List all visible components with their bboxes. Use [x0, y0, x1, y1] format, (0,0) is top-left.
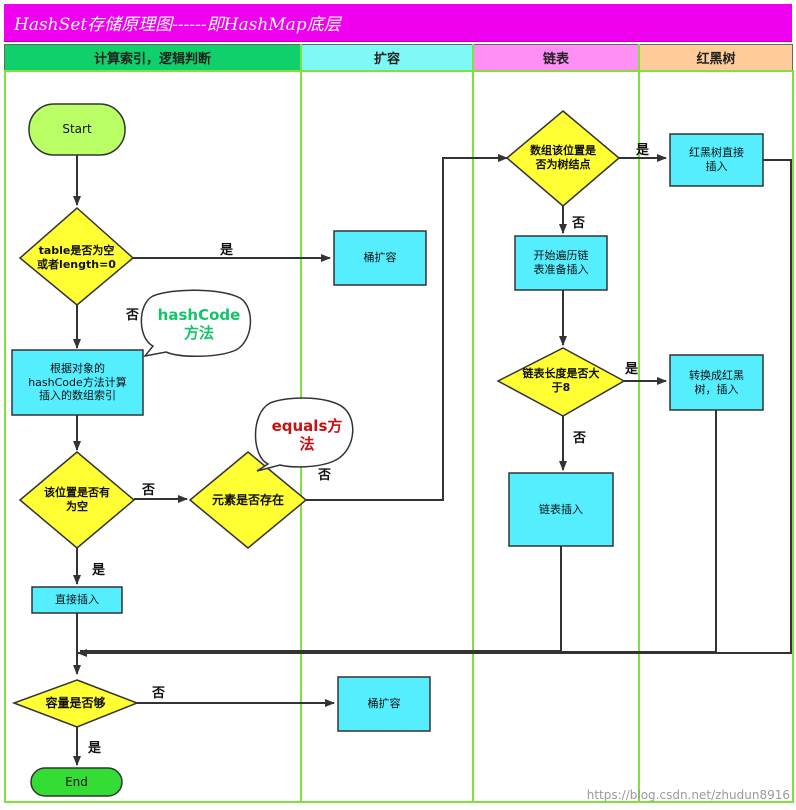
process-direct-insert — [31, 586, 123, 614]
callout-equals-bubble — [254, 397, 354, 472]
decision-tree-node-label: 数组该位置是 否为树结点 — [530, 144, 596, 171]
decision-slot-empty-label: 该位置是否有 为空 — [44, 486, 110, 513]
decision-table-empty-label: table是否为空 或者length=0 — [37, 244, 116, 271]
callout-equals: equals方 法 — [271, 417, 343, 453]
edge-label-no-table: 否 — [126, 308, 140, 323]
process-shapes — [11, 133, 764, 732]
decision-element-exists-label: 元素是否存在 — [211, 492, 284, 507]
decision-table-empty — [18, 206, 135, 306]
decision-list-length-label: 链表长度是否大 于8 — [522, 367, 600, 394]
end-terminal — [30, 767, 123, 797]
callout-hashcode: hashCode 方法 — [157, 306, 241, 342]
decision-shapes — [11, 110, 626, 728]
edge-label-no-length: 否 — [573, 431, 587, 446]
start-terminal — [28, 103, 126, 156]
process-resize-2-label: 桶扩容 — [367, 697, 401, 711]
process-compute-index-label: 根据对象的 hashCode方法计算 插入的数组索引 — [28, 361, 127, 403]
process-tree-insert-label: 红黑树直接 插入 — [689, 146, 744, 173]
edge-label-yes-slot: 是 — [92, 563, 106, 578]
edge-label-no-exists: 否 — [318, 468, 332, 483]
callout-hashcode-bubble — [140, 289, 252, 358]
edge-convert-return — [80, 410, 717, 653]
process-convert-tree — [669, 354, 764, 411]
edge-label-yes-table: 是 — [220, 243, 234, 258]
edge-label-yes-length: 是 — [625, 362, 639, 377]
process-compute-index — [11, 349, 144, 416]
decision-capacity-label: 容量是否够 — [45, 695, 106, 710]
edge-listinsert-return — [80, 546, 562, 652]
title-bar: HashSet存储原理图------即HashMap底层 — [4, 4, 792, 42]
edge-exists-to-tree-check — [306, 154, 508, 501]
connectors — [73, 154, 792, 766]
process-resize-1-label: 桶扩容 — [363, 251, 397, 265]
decision-tree-node — [505, 110, 621, 207]
decision-list-length — [496, 347, 626, 417]
process-list-insert-label: 链表插入 — [539, 502, 583, 516]
process-list-insert — [508, 472, 614, 547]
lane-header-resize: 扩容 — [301, 44, 473, 71]
edge-label-no-slot: 否 — [142, 483, 156, 498]
start-label: Start — [62, 122, 92, 136]
process-traverse-list — [514, 235, 608, 291]
process-convert-tree-label: 转换成红黑 树，插入 — [689, 368, 744, 396]
process-traverse-list-label: 开始遍历链 表准备插入 — [533, 249, 589, 276]
edge-label-no-tree: 否 — [572, 216, 586, 231]
decision-element-exists — [188, 451, 308, 549]
callout-bubbles — [140, 289, 354, 472]
edge-label-yes-tree: 是 — [636, 143, 650, 158]
end-label: End — [65, 774, 88, 789]
edge-label-yes-capacity: 是 — [88, 741, 102, 756]
decision-capacity — [11, 679, 140, 728]
decision-slot-empty — [18, 451, 136, 549]
watermark: https://blog.csdn.net/zhudun8916 — [586, 788, 790, 802]
process-tree-insert — [669, 133, 764, 187]
process-direct-insert-label: 直接插入 — [55, 593, 99, 607]
lane-header-index: 计算索引，逻辑判断 — [4, 44, 301, 71]
diagram-title: HashSet存储原理图------即HashMap底层 — [14, 15, 341, 35]
edge-label-no-capacity: 否 — [152, 686, 166, 701]
process-resize-1 — [333, 230, 427, 286]
lane-header-red-black-tree: 红黑树 — [639, 44, 793, 71]
process-resize-2 — [337, 676, 431, 732]
lane-header-linked-list: 链表 — [473, 44, 639, 71]
